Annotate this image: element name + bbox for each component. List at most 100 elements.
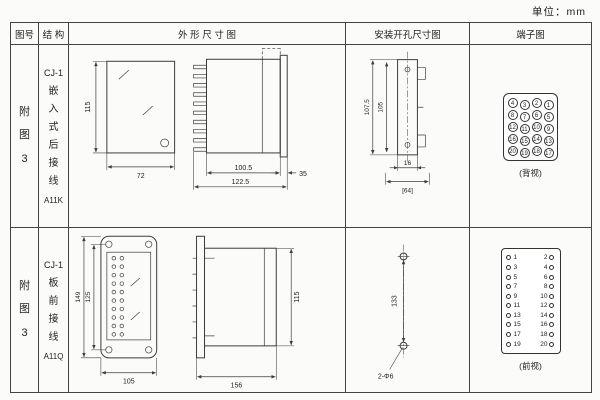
terminal-number-even: 20 <box>540 340 548 348</box>
dim-hole-spacing: 125 <box>85 291 92 302</box>
front-view-dimensions: 115 72 <box>85 60 175 179</box>
terminal-circle: 8 <box>507 110 518 120</box>
cutout-dimensions: 107.5 105 16 [64] <box>364 58 430 194</box>
terminal-number-even: 14 <box>540 311 548 319</box>
terminal-row: 3 4 <box>505 263 556 273</box>
terminal-screws <box>111 255 124 337</box>
terminal-circle: 5 <box>543 112 554 122</box>
terminal-circle: 6 <box>531 110 542 120</box>
type-code: A11Q <box>43 351 64 361</box>
terminal-row: 19 20 <box>505 339 556 349</box>
cutout-shape <box>397 51 426 163</box>
row1-outline-drawing: 115 72 100.5 <box>69 45 346 228</box>
terminal-hole-icon <box>548 303 554 309</box>
terminal-number-even: 10 <box>540 292 548 300</box>
view-label-rear: (背视) <box>519 168 542 178</box>
view-label-front: (前视) <box>519 360 542 371</box>
dim-outer-height: 149 <box>75 291 82 302</box>
terminal-circle: 4 <box>507 98 518 108</box>
terminal-row: 7 8 <box>505 282 556 292</box>
row2-fig-no: 附图3 <box>11 228 39 393</box>
header-structure: 结 构 <box>39 23 69 45</box>
outline-drawing-a11k: 115 72 100.5 <box>85 47 307 190</box>
terminal-circle: 3 <box>519 100 530 110</box>
dim-hole-spacing: 133 <box>392 295 399 307</box>
terminal-hole-icon <box>505 293 511 299</box>
row2-structure: CJ-1 板前接线 A11Q <box>39 228 69 393</box>
dim-outer-height: 107.5 <box>364 98 371 115</box>
terminal-number-odd: 11 <box>513 302 521 310</box>
fig-no-text: 附图3 <box>19 106 30 165</box>
terminal-hole-icon <box>548 312 554 318</box>
dim-depth: 100.5 <box>235 164 253 171</box>
terminal-circle: 12 <box>507 122 518 132</box>
terminal-hole-icon <box>505 341 511 347</box>
front-view <box>100 235 158 358</box>
dim-slot-width: 16 <box>404 159 412 166</box>
row2-outline-drawing: 149 125 105 1 <box>69 228 346 393</box>
terminal-circle: 10 <box>531 122 542 132</box>
terminal-number-even: 8 <box>543 283 548 291</box>
terminal-number-even: 2 <box>543 254 548 262</box>
terminal-row: 15 16 <box>505 320 556 330</box>
terminal-hole-icon <box>505 332 511 338</box>
terminal-circle: 18 <box>531 146 542 156</box>
terminal-circle: 19 <box>519 148 530 158</box>
front-view-dimensions: 149 125 105 <box>75 235 157 385</box>
terminal-circle: 9 <box>543 124 554 134</box>
outline-drawing-a11q: 149 125 105 1 <box>75 235 301 389</box>
side-view <box>193 47 288 157</box>
header-fig-no: 图号 <box>11 23 39 45</box>
terminal-hole-icon <box>548 255 554 261</box>
terminal-row: 5 6 <box>505 272 556 282</box>
dim-width: 72 <box>137 172 145 179</box>
terminal-row: 9 10 <box>505 291 556 301</box>
row1-fig-no: 附图3 <box>11 45 39 228</box>
terminal-number-odd: 9 <box>513 292 518 300</box>
terminal-circle: 2 <box>531 98 542 108</box>
terminal-hole-icon <box>505 284 511 290</box>
structure-text: 板前接线 <box>48 277 59 343</box>
terminal-hole-icon <box>548 293 554 299</box>
dim-flange: 35 <box>299 170 307 177</box>
terminal-hole-icon <box>505 255 511 261</box>
row1-structure: CJ-1 嵌入式后接线 A11K <box>39 45 69 228</box>
terminal-number-odd: 17 <box>513 331 521 339</box>
header-outline: 外 形 尺 寸 图 <box>69 23 346 45</box>
type-code: A11K <box>44 195 63 205</box>
dim-total-depth: 122.5 <box>232 178 250 185</box>
terminal-circle: 16 <box>507 134 518 144</box>
dim-ref-width: [64] <box>402 187 413 194</box>
terminal-hole-icon <box>548 341 554 347</box>
terminal-circle: 11 <box>519 124 530 134</box>
model-label: CJ-1 <box>43 259 63 270</box>
terminal-hole-icon <box>548 332 554 338</box>
spec-table: 图号 结 构 外 形 尺 寸 图 安装开孔尺寸图 端子图 附图3 CJ-1 嵌入… <box>10 22 592 393</box>
terminal-hole-icon <box>505 303 511 309</box>
terminal-rows: 1 2 3 4 5 6 7 <box>505 253 556 349</box>
terminal-circle: 20 <box>507 146 518 156</box>
terminal-number-odd: 1 <box>513 254 518 262</box>
terminal-row: 13 14 <box>505 311 556 321</box>
row2-mounting-drawing: 133 2-Φ6 <box>346 228 470 393</box>
header-mounting: 安装开孔尺寸图 <box>346 23 470 45</box>
dim-height: 115 <box>85 101 92 112</box>
mounting-drawing-a11k: 107.5 105 16 [64] <box>364 51 430 194</box>
mounting-drawing-a11q: 133 2-Φ6 <box>378 244 410 380</box>
terminal-hole-icon <box>505 322 511 328</box>
fig-no-text: 附图3 <box>19 280 30 339</box>
side-view <box>192 235 277 358</box>
dim-body-height: 115 <box>294 291 301 302</box>
mounting-dimensions: 133 2-Φ6 <box>378 259 406 380</box>
terminal-number-odd: 3 <box>513 263 518 271</box>
row1-mounting-drawing: 107.5 105 16 [64] <box>346 45 470 228</box>
structure-text: 嵌入式后接线 <box>48 85 59 187</box>
terminal-hole-icon <box>505 264 511 270</box>
terminal-hole-icon <box>548 274 554 280</box>
side-view-dimensions: 156 115 <box>196 247 301 389</box>
side-view-dimensions: 100.5 35 122.5 <box>193 151 307 190</box>
terminal-circle: 15 <box>519 136 530 146</box>
dim-hole-size: 2-Φ6 <box>378 373 394 380</box>
